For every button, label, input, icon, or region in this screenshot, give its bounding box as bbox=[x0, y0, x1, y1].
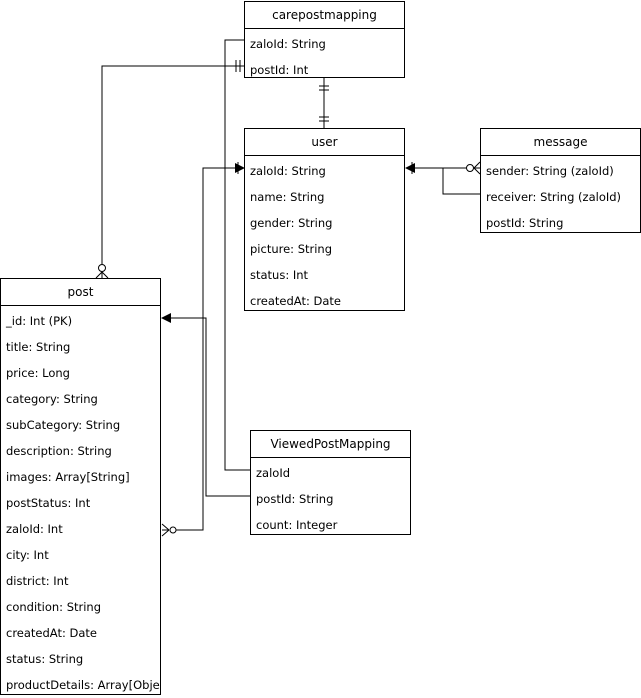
field-condition: condition: String bbox=[6, 600, 102, 614]
rel-message-receiver-user bbox=[442, 168, 480, 195]
field-price: price: Long bbox=[6, 366, 70, 380]
field-picture: picture: String bbox=[250, 242, 333, 256]
field-subcategory: subCategory: String bbox=[6, 418, 121, 432]
field-zaloid: zaloId: Int bbox=[6, 522, 63, 536]
field-district: district: Int bbox=[6, 574, 69, 588]
field-description: description: String bbox=[6, 444, 112, 458]
field-status: status: String bbox=[6, 652, 84, 666]
field-gender: gender: String bbox=[250, 216, 333, 230]
field-name: name: String bbox=[250, 190, 325, 204]
field-createdat: createdAt: Date bbox=[6, 626, 97, 640]
field-sender: sender: String (zaloId) bbox=[486, 164, 614, 178]
entity-carepostmapping: carepostmapping zaloId: String postId: I… bbox=[244, 1, 405, 78]
field-title: title: String bbox=[6, 340, 71, 354]
entity-message: message sender: String (zaloId) receiver… bbox=[480, 128, 641, 233]
rel-viewed-postid-post bbox=[161, 313, 250, 497]
rel-post-zaloid-user bbox=[161, 162, 245, 537]
entity-viewedpostmapping: ViewedPostMapping zaloId postId: String … bbox=[250, 430, 411, 535]
field-postid: postId: Int bbox=[250, 63, 309, 77]
entity-title: user bbox=[245, 129, 404, 156]
field-zaloid: zaloId: String bbox=[250, 37, 326, 51]
field-receiver: receiver: String (zaloId) bbox=[486, 190, 622, 204]
field-status: status: Int bbox=[250, 268, 309, 282]
field-id: _id: Int (PK) bbox=[6, 314, 73, 328]
rel-carepost-post bbox=[95, 60, 244, 279]
field-city: city: Int bbox=[6, 548, 49, 562]
entity-title: post bbox=[1, 279, 160, 306]
field-category: category: String bbox=[6, 392, 98, 406]
entity-user: user zaloId: String name: String gender:… bbox=[244, 128, 405, 311]
entity-title: message bbox=[481, 129, 640, 156]
field-zaloid: zaloId bbox=[256, 466, 291, 480]
field-postid: postId: String bbox=[486, 216, 564, 230]
entity-title: ViewedPostMapping bbox=[251, 431, 410, 458]
entity-post: post _id: Int (PK) title: String price: … bbox=[0, 278, 161, 695]
field-zaloid: zaloId: String bbox=[250, 164, 326, 178]
field-count: count: Integer bbox=[256, 518, 338, 532]
field-images: images: Array[String] bbox=[6, 470, 130, 484]
rel-message-sender-user bbox=[405, 161, 481, 175]
field-productdetails: productDetails: Array[Object] bbox=[6, 678, 160, 692]
field-poststatus: postStatus: Int bbox=[6, 496, 91, 510]
rel-carepost-user bbox=[319, 78, 329, 128]
entity-title: carepostmapping bbox=[245, 2, 404, 29]
field-postid: postId: String bbox=[256, 492, 334, 506]
field-createdat: createdAt: Date bbox=[250, 294, 341, 308]
